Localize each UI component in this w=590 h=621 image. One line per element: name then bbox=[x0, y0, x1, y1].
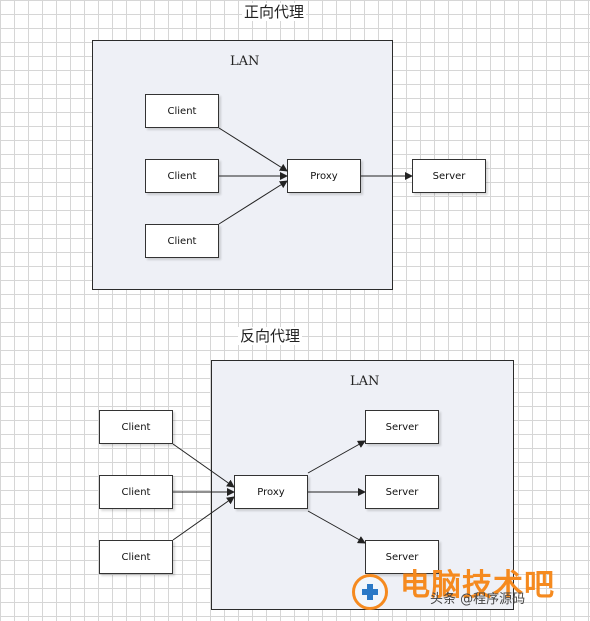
watermark-brand: 电脑技术吧 bbox=[400, 568, 555, 603]
reverse-proxy-title: 反向代理 bbox=[238, 327, 303, 345]
forward-client-3: Client bbox=[145, 224, 219, 258]
watermark-caption: 头条 @程序源码 bbox=[430, 592, 526, 607]
reverse-client-3: Client bbox=[99, 540, 173, 574]
reverse-arrow-client3-proxy bbox=[172, 496, 235, 541]
reverse-arrow-proxy-server1 bbox=[307, 440, 366, 474]
reverse-arrow-proxy-server3 bbox=[307, 510, 366, 544]
reverse-client-1: Client bbox=[99, 410, 173, 444]
medical-cross-logo-icon bbox=[352, 574, 388, 610]
reverse-server-2: Server bbox=[365, 475, 439, 509]
watermark: 电脑技术吧 头条 @程序源码 bbox=[348, 568, 588, 618]
reverse-client-2: Client bbox=[99, 475, 173, 509]
forward-arrow-client1-proxy bbox=[218, 127, 288, 172]
reverse-server-3: Server bbox=[365, 540, 439, 574]
forward-server-node: Server bbox=[412, 159, 486, 193]
forward-arrow-client3-proxy bbox=[218, 180, 288, 225]
reverse-arrow-client1-proxy bbox=[172, 443, 235, 488]
forward-client-1: Client bbox=[145, 94, 219, 128]
forward-client-2: Client bbox=[145, 159, 219, 193]
forward-proxy-title: 正向代理 bbox=[242, 3, 307, 21]
forward-proxy-node: Proxy bbox=[287, 159, 361, 193]
reverse-lan-label: LAN bbox=[350, 374, 380, 389]
reverse-server-1: Server bbox=[365, 410, 439, 444]
forward-lan-label: LAN bbox=[230, 54, 260, 69]
